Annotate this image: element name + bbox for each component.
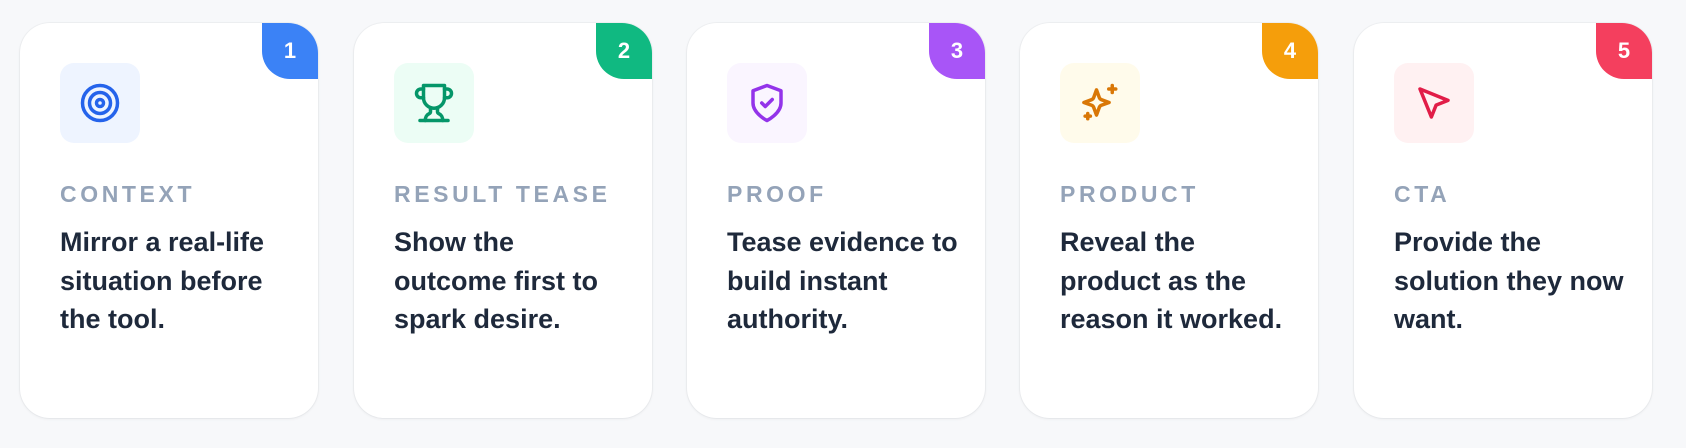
step-number-badge: 2 — [596, 23, 652, 79]
step-label: PROOF — [727, 181, 827, 207]
step-card-proof: 3 PROOF Tease evidence to build instant … — [687, 23, 985, 418]
step-card-result-tease: 2 RESULT TEASE Show the outcome first to… — [354, 23, 652, 418]
icon-tile — [727, 63, 807, 143]
icon-tile — [60, 63, 140, 143]
shield-check-icon — [751, 83, 783, 123]
icon-tile — [1060, 63, 1140, 143]
sparkles-icon — [1082, 83, 1118, 121]
target-icon — [80, 83, 120, 123]
trophy-icon — [414, 83, 454, 123]
step-label: PRODUCT — [1060, 181, 1199, 207]
step-description: Show the outcome first to spark desire. — [394, 227, 599, 334]
step-label: CONTEXT — [60, 181, 196, 207]
step-description: Tease evidence to build instant authorit… — [727, 227, 958, 334]
step-card-context: 1 CONTEXT Mirror a real-life situation b… — [20, 23, 318, 418]
step-description: Provide the solution they now want. — [1394, 227, 1624, 334]
icon-tile — [1394, 63, 1474, 143]
step-number-badge: 3 — [929, 23, 985, 79]
step-description: Mirror a real-life situation before the … — [60, 227, 265, 334]
step-label: RESULT TEASE — [394, 181, 611, 207]
step-description: Reveal the product as the reason it work… — [1060, 227, 1283, 334]
step-number-badge: 4 — [1262, 23, 1318, 79]
step-card-product: 4 PRODUCT Reveal the product as the reas… — [1020, 23, 1318, 418]
icon-tile — [394, 63, 474, 143]
cursor-icon — [1418, 87, 1450, 119]
step-number-badge: 1 — [262, 23, 318, 79]
step-card-cta: 5 CTA Provide the solution they now want… — [1354, 23, 1652, 418]
step-number-badge: 5 — [1596, 23, 1652, 79]
step-label: CTA — [1394, 181, 1451, 207]
